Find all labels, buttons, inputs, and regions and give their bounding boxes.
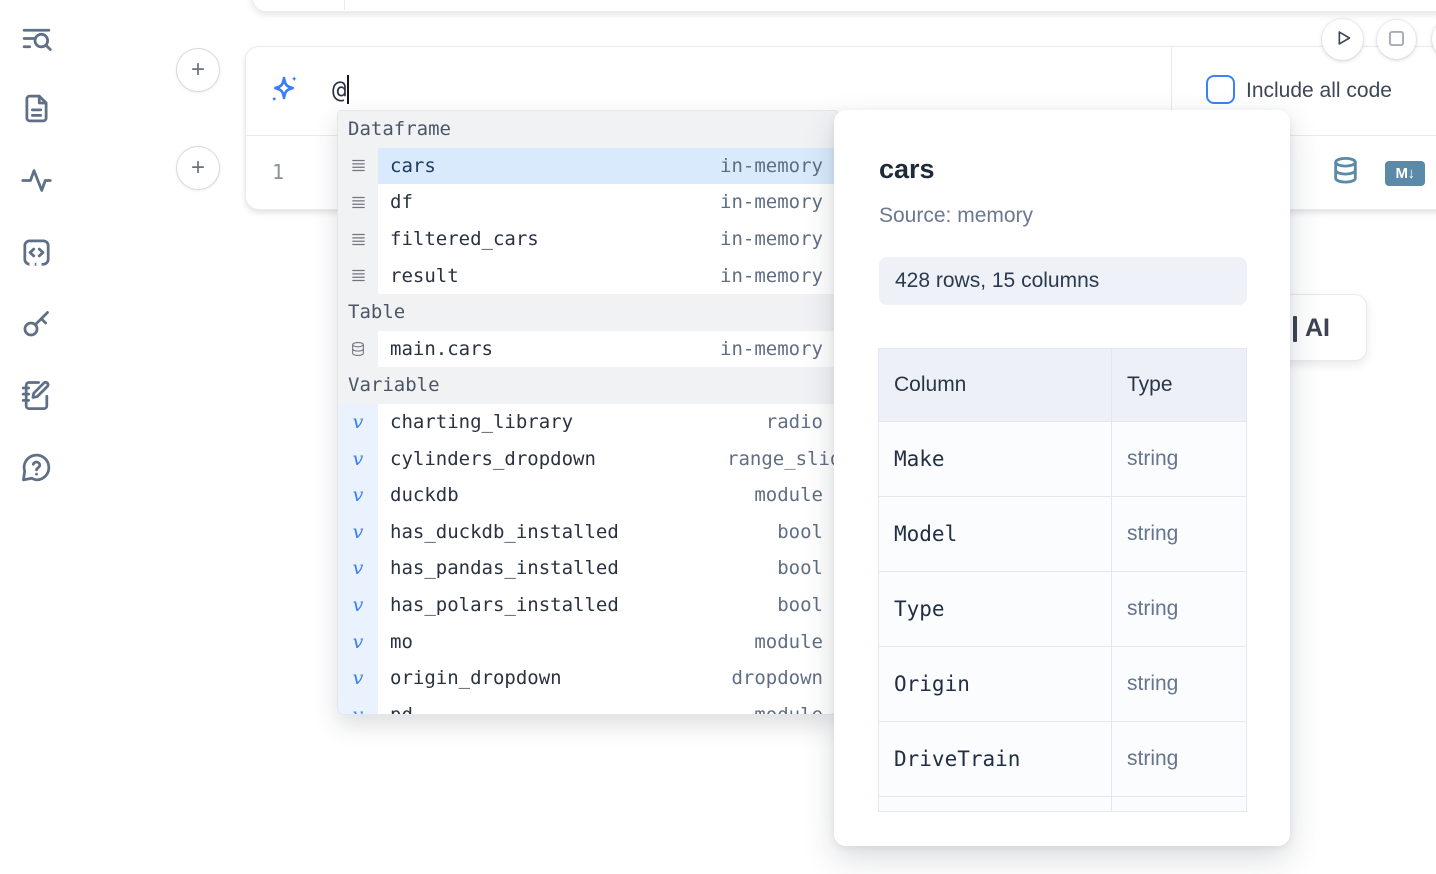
- autocomplete-item-main-cars[interactable]: main.cars in-memory: [338, 330, 837, 368]
- autocomplete-item-df[interactable]: df in-memory: [338, 184, 837, 221]
- dataframe-icon: [338, 184, 378, 221]
- autocomplete-item-charting-library[interactable]: v charting_library radio: [338, 403, 837, 441]
- section-header-variable: Variable: [338, 367, 837, 404]
- autocomplete-item-origin-dropdown[interactable]: v origin_dropdown dropdown: [338, 659, 837, 697]
- prompt-right-divider: [1171, 47, 1172, 135]
- schema-row-partial: [879, 797, 1246, 811]
- dataframe-icon: [338, 257, 378, 294]
- autocomplete-item-result[interactable]: result in-memory: [338, 257, 837, 294]
- variable-icon: v: [338, 696, 378, 714]
- play-icon: [1332, 27, 1354, 52]
- schema-row-origin: Origin string: [879, 647, 1246, 722]
- preview-source: Source: memory: [879, 204, 1034, 227]
- sidebar-item-file-explorer[interactable]: [18, 22, 54, 58]
- autocomplete-item-pd[interactable]: v pd module: [338, 696, 837, 714]
- autocomplete-item-cylinders-dropdown[interactable]: v cylinders_dropdown range_slider: [338, 440, 837, 477]
- ai-sparkle-icon: [267, 73, 301, 107]
- preview-schema-table: Column Type Make string Model string Typ…: [878, 348, 1247, 812]
- add-cell-above-button[interactable]: +: [176, 48, 220, 92]
- variable-icon: v: [338, 623, 378, 660]
- sidebar-item-snippets[interactable]: [18, 236, 54, 272]
- text-caret: [347, 75, 350, 104]
- ai-prompt-input[interactable]: @: [332, 75, 350, 104]
- include-all-code-checkbox[interactable]: [1206, 75, 1235, 104]
- ai-popover-label: AI: [1305, 314, 1330, 342]
- schema-header-row: Column Type: [879, 349, 1246, 422]
- scratchpad-code-icon: [20, 236, 53, 272]
- autocomplete-item-has-polars-installed[interactable]: v has_polars_installed bool: [338, 586, 837, 624]
- notebook-edit-icon: [20, 379, 53, 415]
- preview-shape-badge: 428 rows, 15 columns: [879, 257, 1247, 305]
- stop-button[interactable]: [1377, 20, 1416, 59]
- extra-toolbar-button-clipped[interactable]: [1432, 19, 1436, 59]
- clipped-letter: [1293, 316, 1297, 342]
- schema-row-model: Model string: [879, 497, 1246, 572]
- autocomplete-item-has-pandas-installed[interactable]: v has_pandas_installed bool: [338, 550, 837, 587]
- sidebar-item-secrets[interactable]: [18, 307, 54, 343]
- document-icon: [20, 92, 53, 128]
- dataframe-preview-panel: cars Source: memory 428 rows, 15 columns…: [834, 110, 1290, 846]
- autocomplete-item-filtered-cars[interactable]: filtered_cars in-memory: [338, 220, 837, 258]
- sidebar-item-help[interactable]: [18, 451, 54, 487]
- section-header-table: Table: [338, 293, 837, 331]
- schema-row-make: Make string: [879, 422, 1246, 497]
- line-number: 1: [271, 160, 285, 184]
- variable-icon: v: [338, 513, 378, 551]
- dataframe-icon: [338, 147, 378, 185]
- variable-icon: v: [338, 586, 378, 624]
- ai-prompt-value: @: [332, 75, 347, 104]
- autocomplete-item-duckdb[interactable]: v duckdb module: [338, 476, 837, 514]
- previous-cell-bottom-edge: [252, 0, 1436, 12]
- sidebar-item-documents[interactable]: [18, 92, 54, 128]
- dataframe-icon: [338, 220, 378, 258]
- stop-icon: [1386, 28, 1407, 52]
- autocomplete-item-has-duckdb-installed[interactable]: v has_duckdb_installed bool: [338, 513, 837, 551]
- variable-icon: v: [338, 659, 378, 697]
- schema-row-drivetrain: DriveTrain string: [879, 722, 1246, 797]
- schema-row-type: Type string: [879, 572, 1246, 647]
- include-all-code-label[interactable]: Include all code: [1246, 79, 1392, 102]
- schema-header-type: Type: [1127, 373, 1173, 396]
- activity-icon: [20, 164, 53, 200]
- autocomplete-dropdown: Dataframe cars in-memory df in-memory fi…: [337, 110, 838, 715]
- variable-icon: v: [338, 403, 378, 441]
- section-header-dataframe: Dataframe: [338, 111, 837, 148]
- autocomplete-item-mo[interactable]: v mo module: [338, 623, 837, 660]
- markdown-convert-icon[interactable]: M↓: [1385, 160, 1425, 186]
- search-files-icon: [20, 22, 53, 58]
- previous-cell-divider: [344, 0, 345, 10]
- sidebar-item-scratchpad[interactable]: [18, 379, 54, 415]
- database-icon[interactable]: [1330, 155, 1361, 191]
- schema-header-column: Column: [879, 349, 1112, 421]
- autocomplete-item-cars[interactable]: cars in-memory: [338, 147, 837, 185]
- add-cell-below-button[interactable]: +: [176, 146, 220, 190]
- help-icon: [20, 451, 53, 487]
- preview-title: cars: [879, 154, 935, 184]
- variable-icon: v: [338, 476, 378, 514]
- sidebar-item-activity[interactable]: [18, 164, 54, 200]
- table-database-icon: [338, 330, 378, 368]
- key-icon: [20, 307, 53, 343]
- variable-icon: v: [338, 550, 378, 587]
- variable-icon: v: [338, 440, 378, 477]
- run-cell-button[interactable]: [1322, 19, 1363, 60]
